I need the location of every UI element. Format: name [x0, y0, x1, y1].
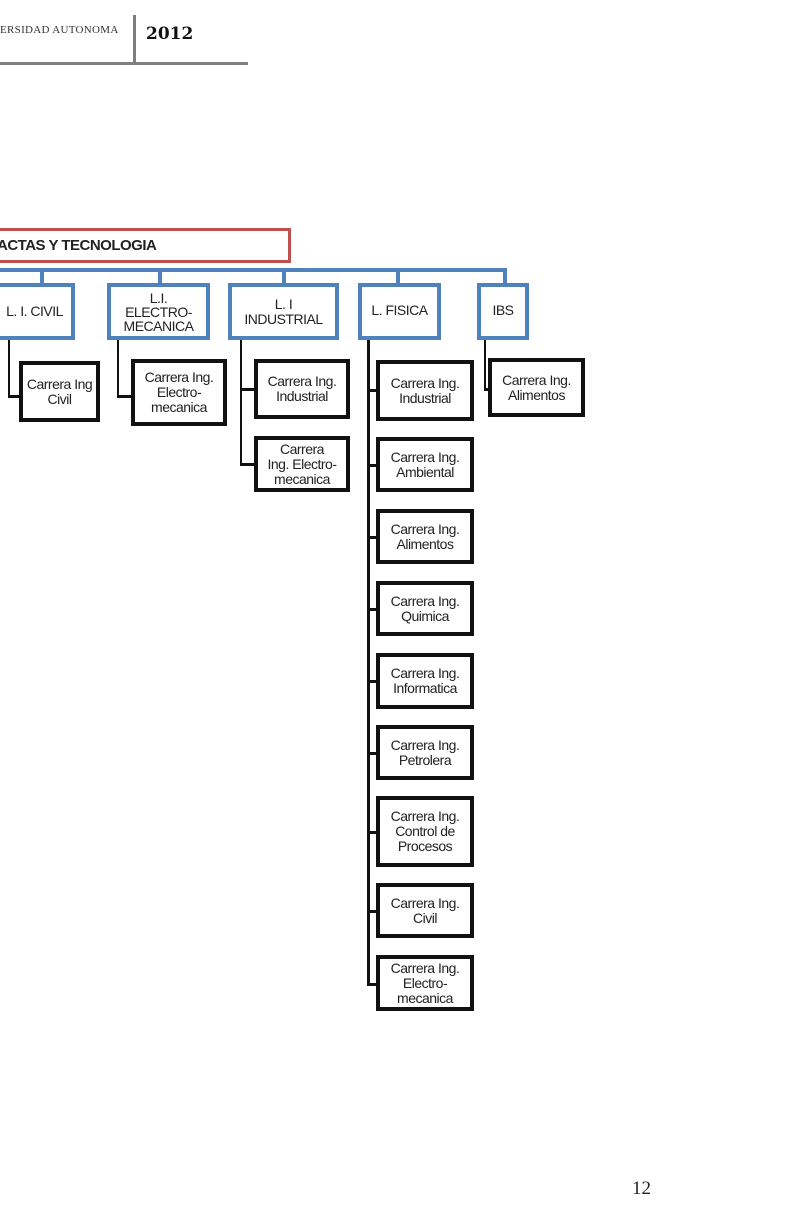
branch-civil: L. I. CIVIL: [0, 283, 75, 340]
branch-fisica: L. FISICA: [358, 283, 441, 340]
leaf-node: Carrera Ing. Informatica: [376, 653, 474, 709]
connector: [396, 268, 400, 284]
header-rule: [0, 62, 248, 65]
connector: [367, 831, 378, 834]
header-divider: [133, 15, 136, 65]
leaf-node: Carrera Ing. Electro- mecanica: [254, 436, 350, 492]
leaf-node: Carrera Ing. Control de Procesos: [376, 796, 474, 867]
connector: [282, 268, 286, 284]
header-institution: ERSIDAD AUTONOMA: [0, 24, 119, 36]
header-year: 2012: [146, 24, 194, 44]
leaf-node: Carrera Ing. Quimica: [376, 581, 474, 636]
connector: [8, 395, 22, 398]
connector: [117, 340, 119, 397]
connector: [367, 608, 378, 611]
connector: [240, 340, 242, 465]
connector: [367, 983, 378, 986]
connector: [240, 388, 257, 391]
connector: [484, 388, 491, 391]
connector: [40, 268, 44, 284]
connector: [367, 752, 378, 755]
connector: [484, 340, 486, 390]
leaf-node: Carrera Ing. Petrolera: [376, 725, 474, 780]
connector: [158, 268, 162, 284]
connector: [367, 910, 378, 913]
leaf-node: Carrera Ing. Civil: [376, 883, 474, 938]
connector-main: [0, 268, 507, 272]
leaf-node: Carrera Ing. Electro- mecanica: [131, 359, 227, 426]
branch-electromecanica: L.I. ELECTRO- MECANICA: [107, 283, 210, 340]
connector: [367, 389, 378, 392]
leaf-node: Carrera Ing. Ambiental: [376, 437, 474, 492]
connector: [240, 463, 257, 466]
connector: [367, 680, 378, 683]
leaf-node: Carrera Ing. Alimentos: [488, 358, 585, 417]
connector: [367, 340, 370, 986]
leaf-node: Carrera Ing. Alimentos: [376, 509, 474, 564]
leaf-node: Carrera Ing. Electro- mecanica: [376, 955, 474, 1011]
leaf-node: Carrera Ing Civil: [19, 361, 100, 422]
branch-industrial: L. I INDUSTRIAL: [228, 283, 339, 340]
branch-ibs: IBS: [477, 283, 529, 340]
connector: [367, 536, 378, 539]
connector: [367, 464, 378, 467]
connector: [8, 340, 10, 397]
root-node: ACTAS Y TECNOLOGIA: [0, 228, 291, 263]
leaf-node: Carrera Ing. Industrial: [254, 359, 350, 419]
connector: [117, 395, 134, 398]
page-number: 12: [632, 1178, 651, 1199]
connector: [503, 268, 507, 284]
leaf-node: Carrera Ing. Industrial: [376, 360, 474, 421]
